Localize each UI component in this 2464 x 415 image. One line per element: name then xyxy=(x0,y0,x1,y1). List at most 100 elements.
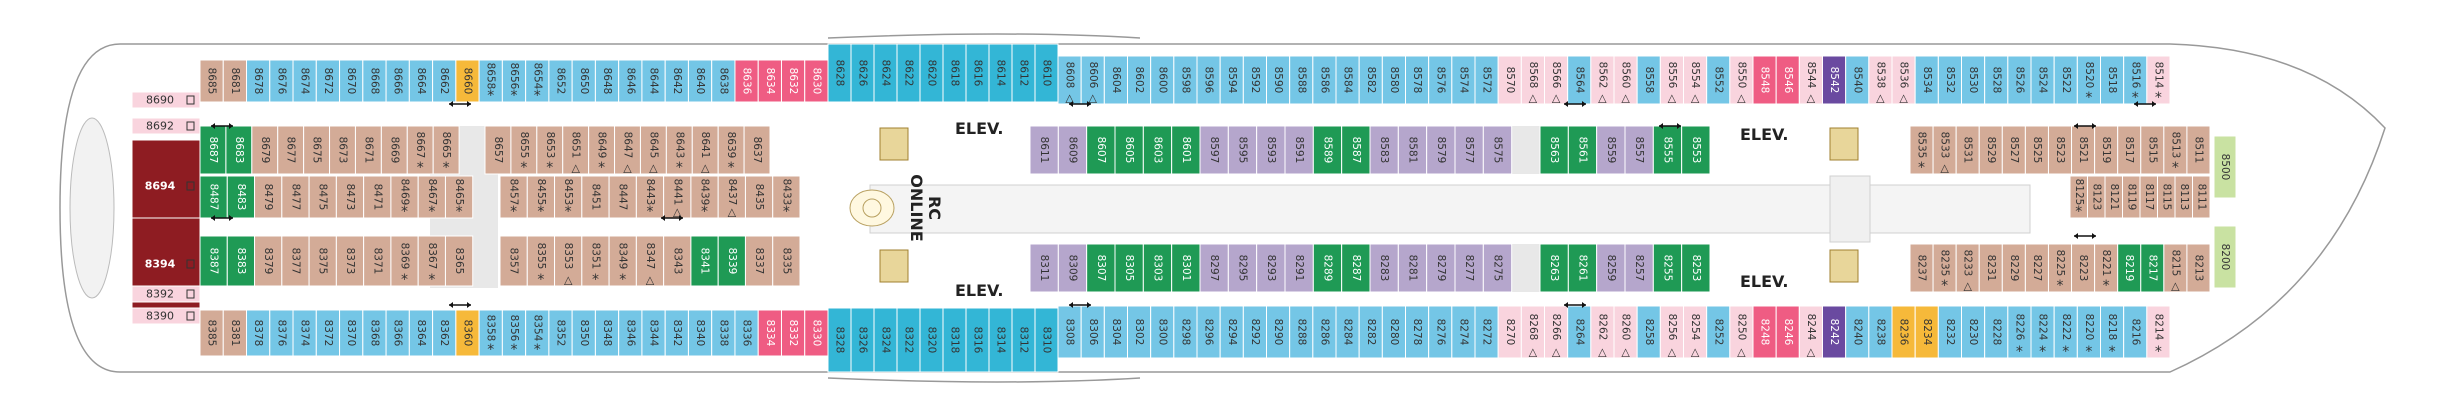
aft-suite-8694[interactable]: 8694 xyxy=(131,139,201,233)
cabin-8324[interactable]: 8324 xyxy=(873,307,898,373)
cabin-8113[interactable]: 8113 xyxy=(2174,175,2193,219)
cabin-8287[interactable]: 8287 xyxy=(1341,243,1371,293)
cabin-8651[interactable]: 8651△ xyxy=(562,125,590,175)
cabin-8226[interactable]: 8226* xyxy=(2007,305,2032,360)
cabin-8286[interactable]: 8286 xyxy=(1312,305,1337,359)
cabin-8592[interactable]: 8592 xyxy=(1242,55,1268,105)
cabin-8605[interactable]: 8605 xyxy=(1114,125,1144,175)
cabin-8575[interactable]: 8575 xyxy=(1482,125,1513,175)
cabin-8213[interactable]: 8213 xyxy=(2186,243,2211,293)
cabin-8647[interactable]: 8647△ xyxy=(614,125,641,175)
cabin-8311[interactable]: 8311 xyxy=(1029,243,1059,293)
cabin-8276[interactable]: 8276 xyxy=(1428,305,1453,359)
cabin-8559[interactable]: 8559 xyxy=(1596,125,1626,175)
cabin-8256[interactable]: 8256△ xyxy=(1659,305,1685,359)
cabin-8652[interactable]: 8652 xyxy=(548,59,573,103)
cabin-8369[interactable]: 8369* xyxy=(390,235,419,288)
cabin-8220[interactable]: 8220* xyxy=(2076,305,2101,360)
cabin-8310[interactable]: 8310 xyxy=(1034,307,1059,373)
cabin-8351[interactable]: 8351* xyxy=(581,235,610,288)
cabin-8673[interactable]: 8673 xyxy=(329,125,356,175)
cabin-8664[interactable]: 8664 xyxy=(408,59,434,103)
cabin-8561[interactable]: 8561 xyxy=(1567,125,1598,175)
cabin-8437[interactable]: 8437△ xyxy=(717,175,746,219)
cabin-8381[interactable]: 8381 xyxy=(222,309,248,357)
cabin-8555[interactable]: 8555 xyxy=(1652,125,1683,175)
cabin-8279[interactable]: 8279 xyxy=(1426,243,1456,293)
cabin-8665[interactable]: 8665* xyxy=(432,125,460,176)
cabin-8672[interactable]: 8672 xyxy=(315,59,341,103)
cabin-8520[interactable]: 8520* xyxy=(2076,55,2101,106)
cabin-8225[interactable]: 8225* xyxy=(2047,243,2073,294)
cabin-8224[interactable]: 8224* xyxy=(2030,305,2055,360)
cabin-8574[interactable]: 8574 xyxy=(1451,55,1476,105)
cabin-8634[interactable]: 8634 xyxy=(757,59,782,103)
cabin-8667[interactable]: 8667* xyxy=(406,125,434,176)
cabin-8562[interactable]: 8562△ xyxy=(1590,55,1615,105)
cabin-8678[interactable]: 8678 xyxy=(246,59,271,103)
cabin-8218[interactable]: 8218* xyxy=(2100,305,2125,360)
cabin-8376[interactable]: 8376 xyxy=(269,309,294,357)
cabin-8576[interactable]: 8576 xyxy=(1428,55,1453,105)
cabin-8385[interactable]: 8385 xyxy=(199,309,224,357)
cabin-8671[interactable]: 8671 xyxy=(354,125,382,175)
cabin-8297[interactable]: 8297 xyxy=(1199,243,1229,293)
cabin-8601[interactable]: 8601 xyxy=(1171,125,1201,175)
cabin-8300[interactable]: 8300 xyxy=(1150,305,1175,359)
cabin-8268[interactable]: 8268△ xyxy=(1520,305,1546,359)
cabin-8487[interactable]: 8487 xyxy=(199,175,228,219)
cabin-8308[interactable]: 8308 xyxy=(1057,305,1082,359)
cabin-8214[interactable]: 8214* xyxy=(2146,305,2171,360)
cabin-8519[interactable]: 8519 xyxy=(2094,125,2119,175)
cabin-8638[interactable]: 8638 xyxy=(711,59,736,103)
cabin-8115[interactable]: 8115 xyxy=(2157,175,2176,219)
cabin-8685[interactable]: 8685 xyxy=(199,59,224,103)
cabin-8371[interactable]: 8371 xyxy=(363,235,392,287)
cabin-8666[interactable]: 8666 xyxy=(385,59,410,103)
cabin-8238[interactable]: 8238 xyxy=(1868,305,1893,359)
cabin-8642[interactable]: 8642 xyxy=(664,59,689,103)
cabin-8527[interactable]: 8527 xyxy=(2001,125,2026,175)
cabin-8579[interactable]: 8579 xyxy=(1426,125,1456,175)
cabin-8668[interactable]: 8668 xyxy=(362,59,387,103)
cabin-8344[interactable]: 8344 xyxy=(641,309,666,357)
cabin-8318[interactable]: 8318 xyxy=(942,307,967,373)
cabin-8221[interactable]: 8221* xyxy=(2094,243,2119,294)
cabin-8591[interactable]: 8591 xyxy=(1284,125,1314,175)
cabin-8261[interactable]: 8261 xyxy=(1567,243,1598,293)
cabin-8332[interactable]: 8332 xyxy=(780,309,806,357)
cabin-8516[interactable]: 8516* xyxy=(2123,55,2148,106)
cabin-8275[interactable]: 8275 xyxy=(1482,243,1513,293)
cabin-8232[interactable]: 8232 xyxy=(1937,305,1963,359)
cabin-8350[interactable]: 8350 xyxy=(571,309,596,357)
cabin-8368[interactable]: 8368 xyxy=(362,309,387,357)
cabin-8358[interactable]: 8358* xyxy=(478,309,503,358)
cabin-8556[interactable]: 8556△ xyxy=(1659,55,1685,105)
cabin-8645[interactable]: 8645△ xyxy=(639,125,667,175)
cabin-8532[interactable]: 8532 xyxy=(1937,55,1963,105)
cabin-8378[interactable]: 8378 xyxy=(246,309,271,357)
cabin-8593[interactable]: 8593 xyxy=(1256,125,1286,175)
cabin-8552[interactable]: 8552 xyxy=(1706,55,1731,105)
cabin-8367[interactable]: 8367* xyxy=(417,235,446,288)
cabin-8365[interactable]: 8365 xyxy=(444,235,474,287)
cabin-8681[interactable]: 8681 xyxy=(222,59,248,103)
cabin-8596[interactable]: 8596 xyxy=(1196,55,1221,105)
cabin-8558[interactable]: 8558 xyxy=(1636,55,1661,105)
cabin-8230[interactable]: 8230 xyxy=(1961,305,1986,359)
cabin-8624[interactable]: 8624 xyxy=(873,43,898,103)
fwd-suite-8500[interactable]: 8500 xyxy=(2213,135,2237,199)
cabin-8343[interactable]: 8343 xyxy=(663,235,692,287)
cabin-8525[interactable]: 8525 xyxy=(2024,125,2049,175)
cabin-8242[interactable]: 8242 xyxy=(1822,305,1847,359)
cabin-8523[interactable]: 8523 xyxy=(2047,125,2073,175)
cabin-8600[interactable]: 8600 xyxy=(1150,55,1175,105)
cabin-8614[interactable]: 8614 xyxy=(988,43,1013,103)
cabin-8111[interactable]: 8111 xyxy=(2192,175,2211,219)
aft-suite-8392[interactable]: 8392 xyxy=(131,285,201,303)
cabin-8235[interactable]: 8235* xyxy=(1932,243,1957,294)
cabin-8658[interactable]: 8658* xyxy=(478,59,503,104)
cabin-8234[interactable]: 8234 xyxy=(1914,305,1939,359)
cabin-8284[interactable]: 8284 xyxy=(1335,305,1360,359)
cabin-8657[interactable]: 8657 xyxy=(484,125,512,175)
